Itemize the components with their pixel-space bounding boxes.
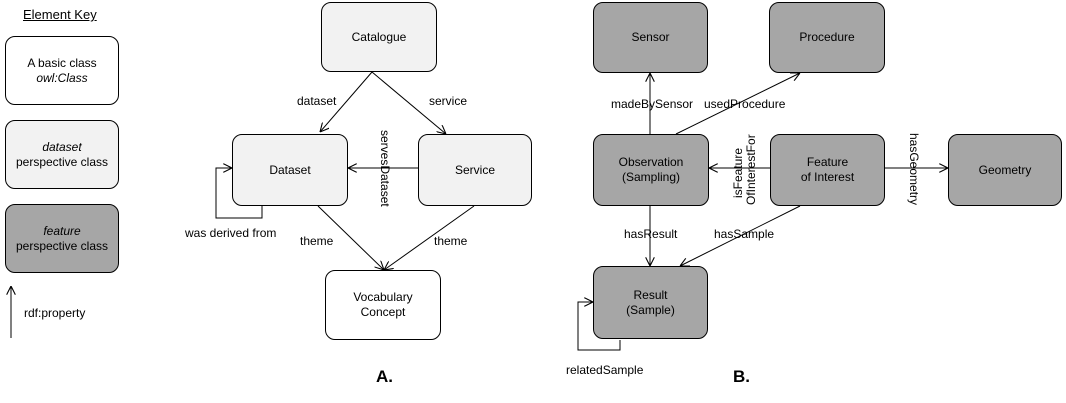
node-result-line2: (Sample): [626, 302, 675, 317]
edge-label-has-result: hasResult: [624, 227, 678, 241]
edge-catalogue-service: [371, 71, 446, 134]
edge-obs-procedure: [675, 73, 800, 135]
key-dataset-class: dataset perspective class: [5, 120, 119, 189]
edge-label-dataset: dataset: [297, 94, 337, 108]
edge-label-theme-right: theme: [434, 234, 468, 248]
node-dataset: Dataset: [232, 134, 348, 206]
key-feature-class: feature perspective class: [5, 204, 119, 273]
key-basic-line1: A basic class: [27, 55, 97, 70]
node-vocab-line1: Vocabulary: [353, 290, 413, 304]
node-feature-of-interest: Feature of Interest: [770, 134, 885, 206]
edge-foi-result: [680, 205, 801, 266]
node-service-label: Service: [454, 162, 495, 177]
panel-a-label: A.: [376, 367, 393, 386]
node-observation-line2: (Sampling): [621, 170, 681, 184]
key-feature-line1: feature: [43, 223, 81, 238]
panel-b-label: B.: [733, 367, 750, 386]
node-catalogue-label: Catalogue: [351, 29, 407, 44]
key-basic-line2: owl:Class: [36, 70, 88, 85]
node-result: Result (Sample): [593, 266, 708, 339]
node-geometry: Geometry: [948, 134, 1062, 206]
edge-label-used-procedure: usedProcedure: [704, 97, 786, 111]
node-sensor-label: Sensor: [631, 30, 670, 44]
edge-catalogue-dataset: [320, 71, 373, 132]
key-basic-class: A basic class owl:Class: [5, 36, 119, 105]
node-service: Service: [418, 134, 532, 206]
edge-label-serves-dataset: servesDataset: [378, 130, 392, 207]
edge-dataset-self: [215, 168, 263, 219]
edge-result-self: [577, 302, 621, 351]
node-result-line1: Result: [633, 287, 668, 302]
edge-label-is-feature-line2: OfInterestFor: [744, 134, 758, 205]
node-observation-line1: Observation: [618, 155, 684, 169]
key-dataset-line1: dataset: [42, 139, 82, 154]
node-procedure-label: Procedure: [799, 30, 855, 44]
edge-label-has-geometry: hasGeometry: [907, 133, 921, 206]
edge-label-is-feature-line1: isFeature: [731, 147, 745, 198]
edge-label-service: service: [429, 94, 468, 108]
node-vocabulary-concept: Vocabulary Concept: [325, 270, 441, 340]
edge-label-made-by-sensor: madeBySensor: [611, 97, 694, 111]
node-sensor: Sensor: [593, 2, 708, 73]
node-vocab-line2: Concept: [360, 305, 406, 319]
node-procedure: Procedure: [769, 2, 885, 73]
key-property-label: rdf:property: [24, 306, 86, 320]
edge-label-has-sample: hasSample: [714, 227, 775, 241]
edge-service-vocab: [384, 205, 475, 270]
key-feature-line2: perspective class: [15, 238, 109, 253]
node-foi-line2: of Interest: [800, 170, 855, 184]
node-catalogue: Catalogue: [321, 2, 437, 72]
edge-label-related-sample: relatedSample: [566, 363, 644, 377]
node-geometry-label: Geometry: [978, 162, 1032, 177]
node-dataset-label: Dataset: [269, 162, 311, 177]
edge-label-was-derived-from: was derived from: [185, 226, 277, 240]
node-observation: Observation (Sampling): [593, 134, 709, 206]
key-title: Element Key: [23, 7, 97, 22]
key-dataset-line2: perspective class: [15, 154, 109, 169]
node-foi-line1: Feature: [806, 155, 849, 169]
edge-dataset-vocab: [317, 205, 384, 270]
edge-label-theme-left: theme: [300, 234, 334, 248]
